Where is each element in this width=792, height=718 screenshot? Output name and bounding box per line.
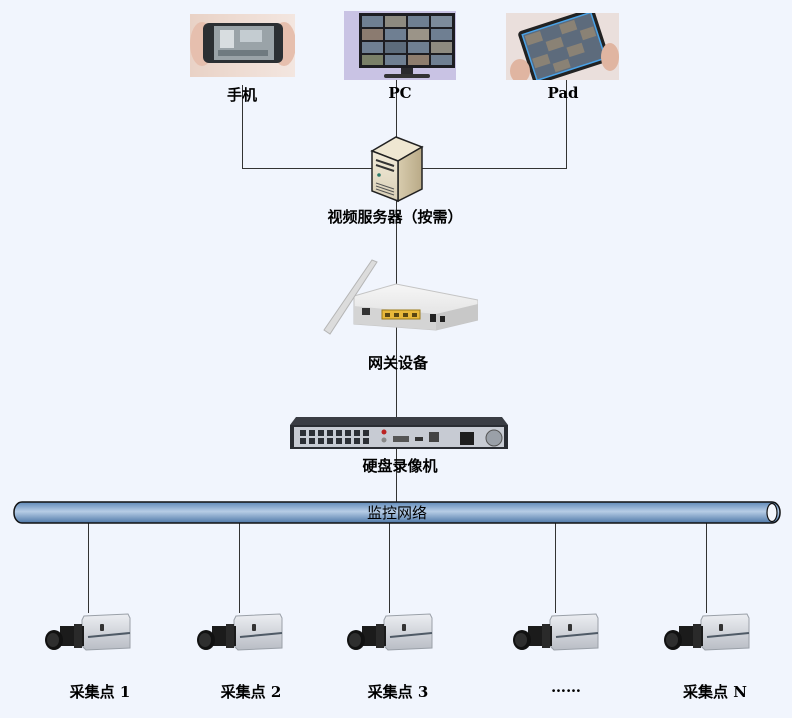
camera-icon xyxy=(663,613,750,651)
camera-2-label: 采集点 2 xyxy=(220,683,282,701)
camera-3 xyxy=(346,610,434,655)
camera-4 xyxy=(512,610,600,655)
client-pc xyxy=(344,11,456,80)
client-phone-label: 手机 xyxy=(226,86,258,104)
connector-cam5 xyxy=(706,523,707,613)
camera-1-label: 采集点 1 xyxy=(69,683,131,701)
nvr-recorder-icon xyxy=(290,417,508,449)
camera-2 xyxy=(196,610,284,655)
server-tower-icon xyxy=(370,136,424,203)
camera-3-label: 采集点 3 xyxy=(367,683,429,701)
monitoring-network-bus xyxy=(13,501,782,524)
connector-pc xyxy=(396,80,397,140)
camera-icon xyxy=(44,613,131,651)
nvr-recorder xyxy=(288,411,510,451)
camera-icon xyxy=(196,613,283,651)
monitor-icon xyxy=(344,11,456,80)
camera-icon xyxy=(512,613,599,651)
gateway-label: 网关设备 xyxy=(367,354,429,372)
camera-more-label: …… xyxy=(551,678,581,696)
client-phone xyxy=(190,14,295,77)
connector-cam4 xyxy=(555,523,556,613)
connector-server-gateway xyxy=(396,200,397,510)
camera-1 xyxy=(44,610,132,655)
client-pad xyxy=(506,13,619,80)
video-server xyxy=(370,133,424,203)
camera-icon xyxy=(346,613,433,651)
smartphone-icon xyxy=(190,14,295,77)
gateway-device xyxy=(318,258,478,338)
video-server-label: 视频服务器（按需） xyxy=(327,208,463,226)
connector-cam2 xyxy=(239,523,240,613)
connector-cam1 xyxy=(88,523,89,613)
camera-n-label: 采集点 N xyxy=(683,683,747,701)
client-pc-label: PC xyxy=(388,84,412,102)
tablet-icon xyxy=(506,13,619,80)
connector-phone xyxy=(242,85,243,169)
client-pad-label: Pad xyxy=(547,84,579,102)
nvr-label: 硬盘录像机 xyxy=(362,457,438,475)
monitoring-network-label: 监控网络 xyxy=(366,504,428,522)
wireless-router-icon xyxy=(323,259,478,335)
connector-cam3 xyxy=(389,523,390,613)
connector-pad xyxy=(566,80,567,169)
camera-5 xyxy=(663,610,751,655)
